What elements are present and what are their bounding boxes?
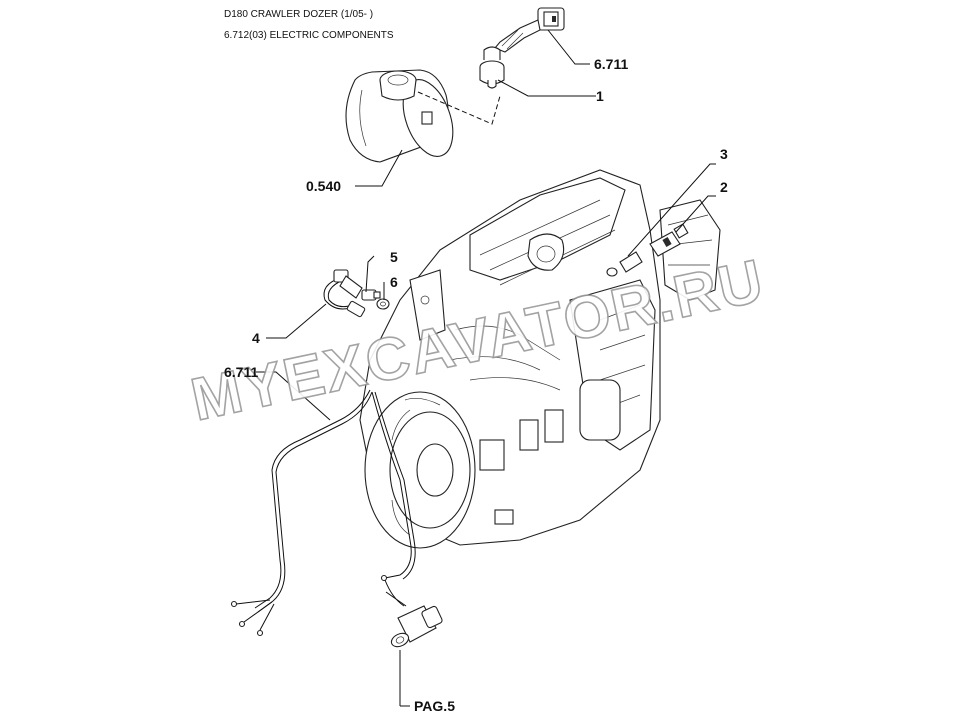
callout-item-4: 4 <box>252 330 260 346</box>
callout-item-1: 1 <box>596 88 604 104</box>
housing-0540-part <box>345 69 454 163</box>
model-title: D180 CRAWLER DOZER (1/05- ) <box>224 9 374 20</box>
item-5-fitting-part <box>361 289 381 301</box>
drawing-header: D180 CRAWLER DOZER (1/05- ) 6.712(03) EL… <box>224 4 394 46</box>
leader-lines <box>256 29 716 707</box>
callout-ref-pag5: PAG.5 <box>414 698 455 714</box>
item-2-sensor-part <box>649 223 689 257</box>
callout-ref-0540: 0.540 <box>306 178 341 194</box>
callout-item-6: 6 <box>390 274 398 290</box>
pressure-switch-part <box>384 579 443 648</box>
engine-assembly <box>359 169 721 549</box>
item-6-washer-part <box>376 298 390 310</box>
callout-ref-6711-left: 6.711 <box>224 364 258 380</box>
item-1-sensor-part <box>479 46 505 89</box>
section-title: 6.712(03) ELECTRIC COMPONENTS <box>224 30 394 41</box>
item-3-sensor-part <box>606 251 643 277</box>
callout-item-2: 2 <box>720 179 728 195</box>
callout-item-5: 5 <box>390 249 398 265</box>
wiring-harness <box>230 389 416 637</box>
callout-ref-6711-top: 6.711 <box>594 56 628 72</box>
item-4-sensor-part <box>323 269 366 318</box>
harness-connector-part <box>494 7 565 53</box>
callout-item-3: 3 <box>720 146 728 162</box>
